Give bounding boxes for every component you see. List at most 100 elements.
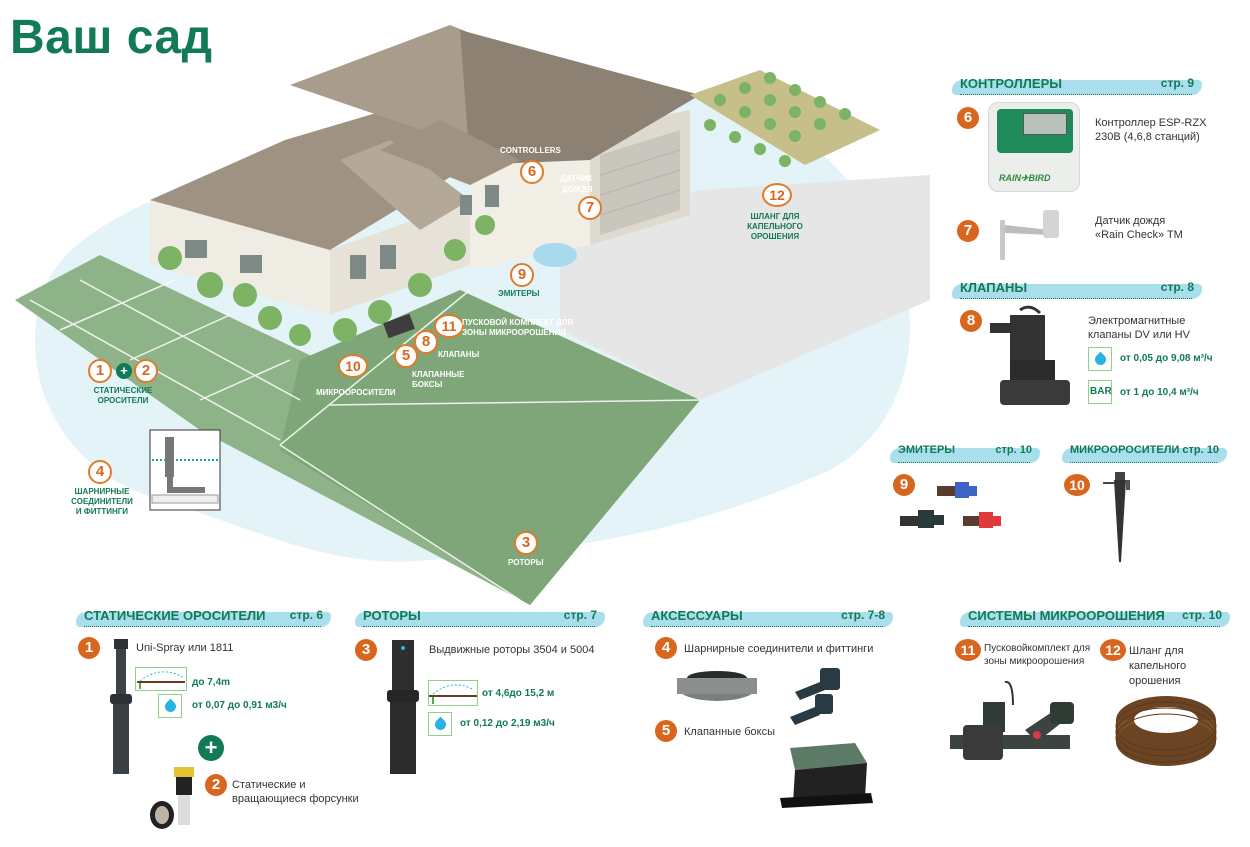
page-ref[interactable]: стр. 7-8 [841,608,885,622]
swing-joints-line-2: СОЕДИНИТЕЛИ [71,497,133,506]
map-label-micro-sprinklers: МИКРООРОСИТЕЛИ [316,388,396,397]
map-badge-4[interactable]: 4 [88,460,112,484]
controller-text-line-2: 230В (4,6,8 станций) [1095,131,1200,143]
page-ref[interactable]: стр. 6 [289,608,323,622]
drip-hose-line-3: ОРОШЕНИЯ [750,232,800,241]
controller-text-line-1: Контроллер ESP-RZX [1095,117,1207,129]
emitters-image [900,482,1001,528]
item-badge-12: 12 [1100,639,1126,661]
map-label-emitters: ЭМИТЕРЫ [498,289,540,298]
water-drop-icon [162,698,179,715]
page-ref[interactable]: стр. 10 [995,444,1032,456]
starter-kit-text-line-2: зоны микроорошения [984,656,1085,667]
rain-sensor-image [1000,210,1059,260]
page-ref[interactable]: стр. 9 [1160,76,1194,90]
controller-image: RAIN✈BIRD [988,102,1080,192]
valve-text-line-2: клапаны DV или HV [1088,329,1190,341]
static-sprinklers-line-2: ОРОСИТЕЛИ [97,396,149,405]
spray-range-icon [135,667,187,691]
static-sprinklers-line-1: СТАТИЧЕСКИЕ [93,386,153,395]
water-drop-icon [432,716,449,733]
section-title: КОНТРОЛЛЕРЫ [960,76,1062,91]
spray-range-icon [428,680,478,706]
nozzles-text-line-2: вращающиеся форсунки [232,793,359,805]
section-title: АКСЕССУАРЫ [651,608,743,623]
starter-kit-image [950,680,1074,760]
item-badge-1: 1 [78,637,100,659]
nozzles-image [150,767,194,829]
drip-hose-text-line-3: орошения [1129,675,1181,687]
map-badge-7[interactable]: 7 [578,196,602,220]
driveway [560,175,930,400]
section-header-controllers: КОНТРОЛЛЕРЫ стр. 9 [952,76,1202,96]
page-ref[interactable]: стр. 8 [1160,280,1194,294]
section-title: СИСТЕМЫ МИКРООРОШЕНИЯ [968,608,1165,623]
rotor-text: Выдвижные роторы 3504 и 5004 [429,644,595,656]
swing-joints-line-3: И ФИТТИНГИ [75,507,129,516]
map-label-valves: КЛАПАНЫ [438,350,480,359]
item-badge-8: 8 [960,310,982,332]
valve-flow-spec: от 0,05 до 9,08 м³/ч [1120,353,1213,364]
lawn-right [280,290,700,605]
page-ref[interactable]: стр. 10 [1182,444,1219,456]
flow-icon-box [158,694,182,718]
rain-sensor-text-line-2: «Rain Check» TM [1095,229,1183,241]
spray-head-text: Uni-Spray или 1811 [136,642,234,654]
valve-pressure-spec: от 1 до 10,4 м³/ч [1120,387,1199,398]
drip-hose-text: Шланг для капельного орошения [1129,644,1186,689]
section-header-static-sprinklers: СТАТИЧЕСКИЕ ОРОСИТЕЛИ стр. 6 [76,608,331,628]
item-badge-10: 10 [1064,474,1090,496]
garden-illustration [15,25,930,605]
page-title: Ваш сад [10,11,213,64]
pressure-icon-box: BAR [1088,380,1112,404]
map-badge-10[interactable]: 10 [338,354,368,378]
spray-head-image [110,639,132,774]
swing-joints-line-1: ШАРНИРНЫЕ [74,487,130,496]
nozzles-text-line-1: Статические и [232,779,306,791]
map-badge-1[interactable]: 1 [88,359,112,383]
nozzles-text: Статические и вращающиеся форсунки [232,778,359,806]
swing-joints-text: Шарнирные соединители и фиттинги [684,643,874,655]
drip-hose-line-1: ШЛАНГ ДЛЯ [750,212,800,221]
page-ref[interactable]: стр. 10 [1182,608,1222,622]
map-badge-6[interactable]: 6 [520,160,544,184]
map-label-drip-hose: ШЛАНГ ДЛЯ КАПЕЛЬНОГО ОРОШЕНИЯ [735,212,815,242]
map-label-swing-joints: ШАРНИРНЫЕ СОЕДИНИТЕЛИ И ФИТТИНГИ [62,487,142,517]
section-title: КЛАПАНЫ [960,280,1028,295]
section-header-valves: КЛАПАНЫ стр. 8 [952,280,1202,300]
page-ref[interactable]: стр. 7 [563,608,597,622]
bar-icon: BAR [1090,386,1112,397]
item-badge-7: 7 [957,220,979,242]
swing-joints-image [677,668,840,725]
map-badge-9[interactable]: 9 [510,263,534,287]
map-badge-8[interactable]: 8 [414,330,438,354]
starter-kit-text: Пусковойкомплект для зоны микроорошения [984,642,1090,668]
rain-sensor-text: Датчик дождя «Rain Check» TM [1095,214,1183,242]
map-badge-2[interactable]: 2 [134,359,158,383]
map-badge-11[interactable]: 11 [434,314,464,338]
drip-hose-coil-image [1115,696,1217,766]
map-badge-12[interactable]: 12 [762,183,792,207]
controller-text: Контроллер ESP-RZX 230В (4,6,8 станций) [1095,116,1206,144]
map-label-rain-sensor-1: ДАТЧИК [560,174,593,183]
map-label-valve-boxes: КЛАПАННЫЕ БОКСЫ [412,370,464,390]
map-badge-3[interactable]: 3 [514,531,538,555]
valve-image [990,305,1070,405]
rain-sensor-text-line-1: Датчик дождя [1095,215,1166,227]
section-header-micro-irrigation: СИСТЕМЫ МИКРООРОШЕНИЯ стр. 10 [960,608,1230,628]
rotor-flow-spec: от 0,12 до 2,19 м3/ч [460,718,555,729]
spray-range-spec: до 7,4m [192,677,231,688]
item-badge-5: 5 [655,720,677,742]
valve-box-image [780,743,873,808]
section-title: ЭМИТЕРЫ [898,444,956,456]
rotor-range-spec: от 4,6до 15,2 м [482,688,555,699]
rotor-image [387,640,419,774]
map-badge-5[interactable]: 5 [394,344,418,368]
map-label-starter-kit: ПУСКОВОЙ КОМПЛЕКТ ДЛЯ ЗОНЫ МИКРООРОШЕНИЯ [462,318,573,338]
map-plus-icon: + [116,363,132,379]
section-header-rotors: РОТОРЫ стр. 7 [355,608,605,628]
plus-icon: + [198,735,224,761]
section-title: МИКРООРОСИТЕЛИ [1070,444,1180,456]
flow-icon-box [428,712,452,736]
valve-text: Электромагнитные клапаны DV или HV [1088,314,1190,342]
